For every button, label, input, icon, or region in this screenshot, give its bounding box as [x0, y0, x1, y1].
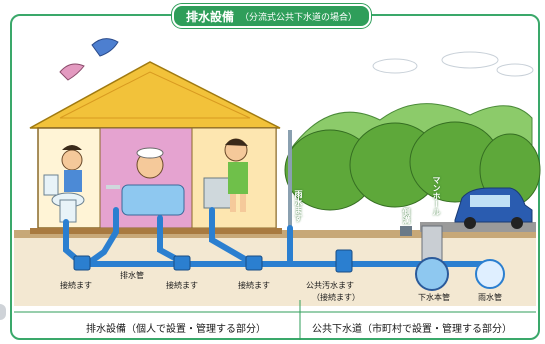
bird-icon: [59, 38, 119, 81]
scroll-edge: [0, 304, 6, 320]
public-sewage-basin-label: 公共汚水ます: [306, 281, 354, 290]
rain-pipe-label: 雨水管: [478, 293, 502, 302]
cloud-icon: [372, 51, 534, 77]
trees: [284, 121, 541, 211]
connection-basin-label-1: 接続ます: [60, 281, 92, 290]
connection-basin-label-3: 接続ます: [238, 281, 270, 290]
road: [420, 222, 536, 232]
side-ditch: [400, 226, 412, 236]
diagram-title: 排水設備: [186, 9, 235, 24]
car-icon: [454, 187, 533, 229]
rainwater-basin-label: 雨水ます: [294, 190, 303, 222]
manhole: [415, 225, 449, 291]
manhole-label: マンホール: [432, 176, 441, 216]
title-banner: 排水設備 （分流式公共下水道の場合）: [172, 4, 372, 28]
diagram-subtitle: （分流式公共下水道の場合）: [240, 12, 358, 23]
connection-basin-label-2: 接続ます: [166, 281, 198, 290]
private-section-label: 排水設備（個人で設置・管理する部分）: [86, 324, 266, 335]
main-sewer-label: 下水本管: [418, 293, 450, 302]
connection-basins: [73, 249, 353, 273]
public-section-label: 公共下水道（市町村で設置・管理する部分）: [312, 324, 512, 335]
bathtub-icon: [106, 147, 185, 216]
sink-icon: [203, 138, 248, 212]
public-sewage-basin-sublabel: （接続ます）: [312, 293, 360, 302]
underground: [14, 238, 536, 306]
rain-pipe: [475, 259, 505, 289]
downspout: [288, 130, 292, 230]
side-ditch-label: 側溝: [402, 208, 411, 224]
toilet-icon: [43, 145, 85, 223]
drain-pipe-label: 排水管: [120, 271, 144, 280]
